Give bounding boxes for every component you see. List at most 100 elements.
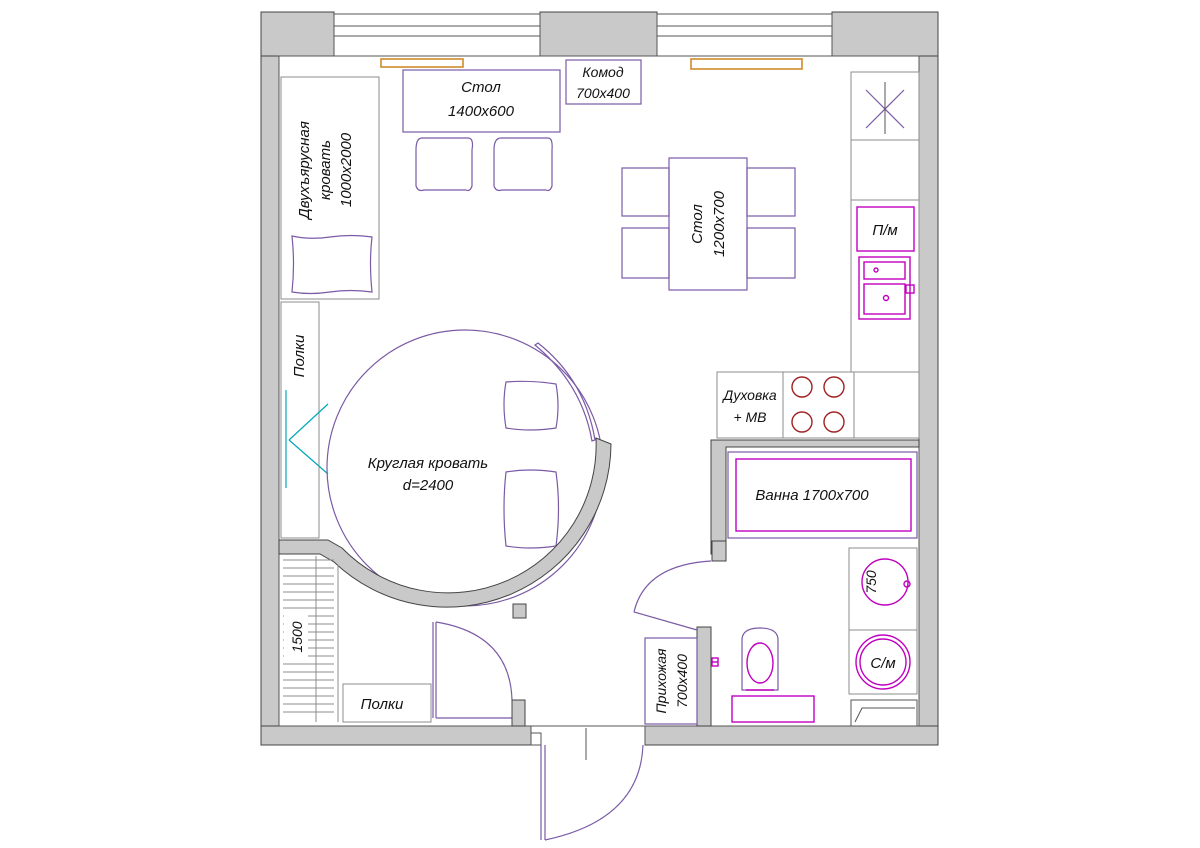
burner bbox=[791, 411, 813, 433]
sink-drain bbox=[882, 294, 890, 302]
burner bbox=[823, 376, 845, 398]
wall-top-left bbox=[260, 11, 335, 57]
partition-post bbox=[512, 603, 527, 619]
bathroom-door-leaf bbox=[633, 611, 698, 631]
corner-box-mark bbox=[854, 707, 915, 723]
hall-label-line1: Прихожая bbox=[653, 648, 669, 713]
shelf-label: Полки bbox=[291, 334, 308, 377]
hall-cabinet bbox=[644, 637, 698, 725]
dining-chair-left-bottom bbox=[621, 227, 670, 279]
toilet-tank bbox=[731, 695, 815, 723]
window-sill-left bbox=[380, 58, 464, 68]
dining-chair-left-top bbox=[621, 167, 670, 217]
washer-drum-inner bbox=[859, 638, 907, 686]
bottom-shelf bbox=[342, 683, 432, 723]
sink-faucet bbox=[905, 284, 915, 294]
oven-label-line2: + МВ bbox=[733, 409, 766, 425]
desk-chair-right bbox=[493, 137, 553, 192]
washer-drum-outer bbox=[855, 634, 911, 690]
round-bed: Круглая кровать d=2400 bbox=[278, 329, 612, 619]
bath-sink-faucet bbox=[903, 580, 911, 588]
bathroom-wall-end bbox=[711, 540, 727, 562]
fridge bbox=[850, 71, 920, 141]
wall-left bbox=[260, 11, 280, 746]
hall-label-line2: 700x400 bbox=[674, 654, 690, 708]
round-bed-headboard bbox=[533, 342, 596, 442]
dining-area: Стол 1200x700 bbox=[621, 157, 796, 291]
burner bbox=[791, 376, 813, 398]
bath-sink-size: 750 bbox=[863, 570, 879, 594]
wall-bottom-right bbox=[644, 725, 939, 746]
entrance-door-swing bbox=[544, 744, 644, 841]
bunk-bed-line2: кровать bbox=[317, 140, 334, 200]
kitchen-sink bbox=[858, 256, 911, 320]
bunk-bed-frame bbox=[280, 76, 380, 300]
wardrobe-depth: 1500 bbox=[289, 621, 305, 652]
bath-sink bbox=[861, 558, 909, 606]
shelf-door-line bbox=[288, 439, 329, 475]
wall-top-middle bbox=[539, 11, 658, 57]
sink-drain bbox=[873, 267, 879, 273]
wardrobe-label-bg bbox=[284, 612, 308, 658]
bathroom-wall-top bbox=[710, 439, 920, 555]
kitchen-sink-bowl-large bbox=[863, 283, 906, 315]
toilet-bowl bbox=[746, 642, 774, 684]
dishwasher-label: П/м bbox=[872, 222, 897, 239]
inner-door-swing bbox=[435, 621, 513, 701]
dresser-name: Комод bbox=[582, 64, 623, 80]
outer-walls bbox=[260, 11, 939, 746]
round-bed-name: Круглая кровать bbox=[368, 455, 489, 472]
desk-size: 1400x600 bbox=[448, 103, 515, 120]
kitchen-sink-bowl-small bbox=[863, 261, 906, 280]
round-bed-pillow-bottom bbox=[503, 469, 560, 549]
corner-box bbox=[850, 699, 918, 727]
shelf-door-line bbox=[288, 403, 329, 441]
dining-table bbox=[668, 157, 748, 291]
curved-partition bbox=[278, 437, 612, 608]
bathtub-label: Ванна 1700x700 bbox=[755, 487, 869, 504]
bunk-bed-line3: 1000x2000 bbox=[338, 132, 355, 207]
wardrobe: 1500 Полки bbox=[283, 556, 526, 727]
desk-name: Стол bbox=[461, 79, 501, 96]
window-right bbox=[656, 13, 833, 57]
dining-chair-right-top bbox=[746, 167, 796, 217]
entrance bbox=[530, 726, 646, 841]
bunk-bed: Двухъярусная кровать 1000x2000 bbox=[280, 76, 380, 300]
bathroom-door-swing bbox=[633, 560, 712, 613]
bathroom: Ванна 1700x700 750 С/м bbox=[633, 439, 920, 727]
bunk-bed-pillow bbox=[291, 234, 373, 295]
dining-chair-right-bottom bbox=[746, 227, 796, 279]
inner-door-post bbox=[511, 699, 526, 727]
wall-right bbox=[918, 11, 939, 746]
desk-area: Стол 1400x600 Комод 700x400 bbox=[402, 59, 642, 192]
entrance-post bbox=[530, 732, 542, 746]
entry-hall: Прихожая 700x400 bbox=[644, 637, 698, 725]
dining-table-size: 1200x700 bbox=[711, 190, 728, 257]
round-bed-pillow-top bbox=[503, 380, 559, 431]
round-bed-size: d=2400 bbox=[403, 477, 454, 494]
dishwasher bbox=[856, 206, 915, 252]
kitchen: П/м Духовка + МВ bbox=[716, 71, 920, 439]
window-sill-right bbox=[690, 58, 803, 70]
room-outline bbox=[278, 55, 920, 727]
bottom-shelf-label: Полки bbox=[361, 696, 404, 713]
wall-bottom-left bbox=[260, 725, 532, 746]
cooking-counter bbox=[716, 371, 920, 439]
washer-label: С/м bbox=[870, 655, 895, 672]
bathtub-outer bbox=[727, 451, 918, 539]
oven-label-line1: Духовка bbox=[721, 387, 777, 403]
dresser bbox=[565, 59, 642, 105]
dining-table-name: Стол bbox=[689, 204, 706, 244]
desk bbox=[402, 69, 561, 133]
dresser-size: 700x400 bbox=[576, 85, 630, 101]
desk-chair-left bbox=[415, 137, 474, 192]
window-left bbox=[333, 13, 541, 57]
toilet-base bbox=[741, 627, 779, 691]
left-shelves: Полки bbox=[280, 301, 329, 539]
bunk-bed-line1: Двухъярусная bbox=[296, 121, 313, 221]
bathroom-wall-lower bbox=[696, 626, 712, 727]
washer-cabinet bbox=[848, 629, 918, 695]
bathtub-inner bbox=[735, 458, 912, 532]
cooktop bbox=[782, 371, 855, 439]
